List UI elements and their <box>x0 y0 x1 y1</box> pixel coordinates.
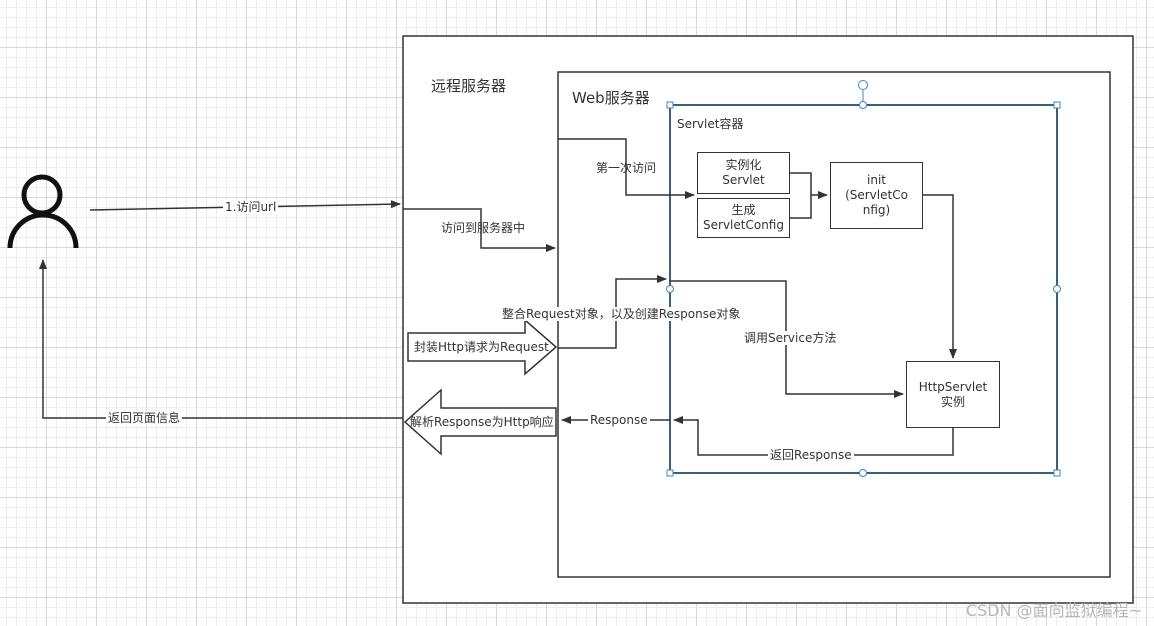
parse-arrow-label: 解析Response为Http响应 <box>410 415 554 429</box>
init-box: init (ServletCo nfig) <box>830 162 923 229</box>
selection-handles <box>666 80 1061 477</box>
edge-instantiate-to-init <box>790 172 828 199</box>
visit-server-label: 访问到服务器中 <box>441 221 526 235</box>
merge-request-label: 整合Request对象，以及创建Response对象 <box>500 307 743 321</box>
httpservlet-instance-box: HttpServlet 实例 <box>906 361 1000 428</box>
call-service-label: 调用Service方法 <box>742 331 839 345</box>
return-response-label: 返回Response <box>768 448 854 462</box>
encapsulate-arrow-shape <box>407 318 558 376</box>
remote-server-title: 远程服务器 <box>431 77 507 95</box>
edge-return-page <box>39 259 403 419</box>
response-label: Response <box>588 413 650 427</box>
parse-arrow-shape <box>403 388 557 456</box>
encapsulate-arrow-label: 封装Http请求为Request <box>414 340 549 354</box>
edge-return-response <box>673 416 954 456</box>
first-visit-label: 第一次访问 <box>596 161 657 175</box>
watermark: CSDN @面向监狱编程~ <box>965 601 1142 620</box>
edge-init-to-httpservlet <box>923 194 957 359</box>
edge-config-to-init <box>790 195 812 219</box>
edge-first-visit <box>558 138 695 199</box>
edge-visit-server <box>403 208 556 252</box>
web-server-title: Web服务器 <box>572 89 650 107</box>
user-icon <box>7 174 79 249</box>
servlet-container-title: Servlet容器 <box>677 117 744 131</box>
instantiate-servlet-box: 实例化 Servlet <box>697 152 790 194</box>
visit-url-label: 1.访问url <box>223 200 279 214</box>
generate-servletconfig-box: 生成 ServletConfig <box>697 198 790 238</box>
return-page-label: 返回页面信息 <box>106 411 183 425</box>
